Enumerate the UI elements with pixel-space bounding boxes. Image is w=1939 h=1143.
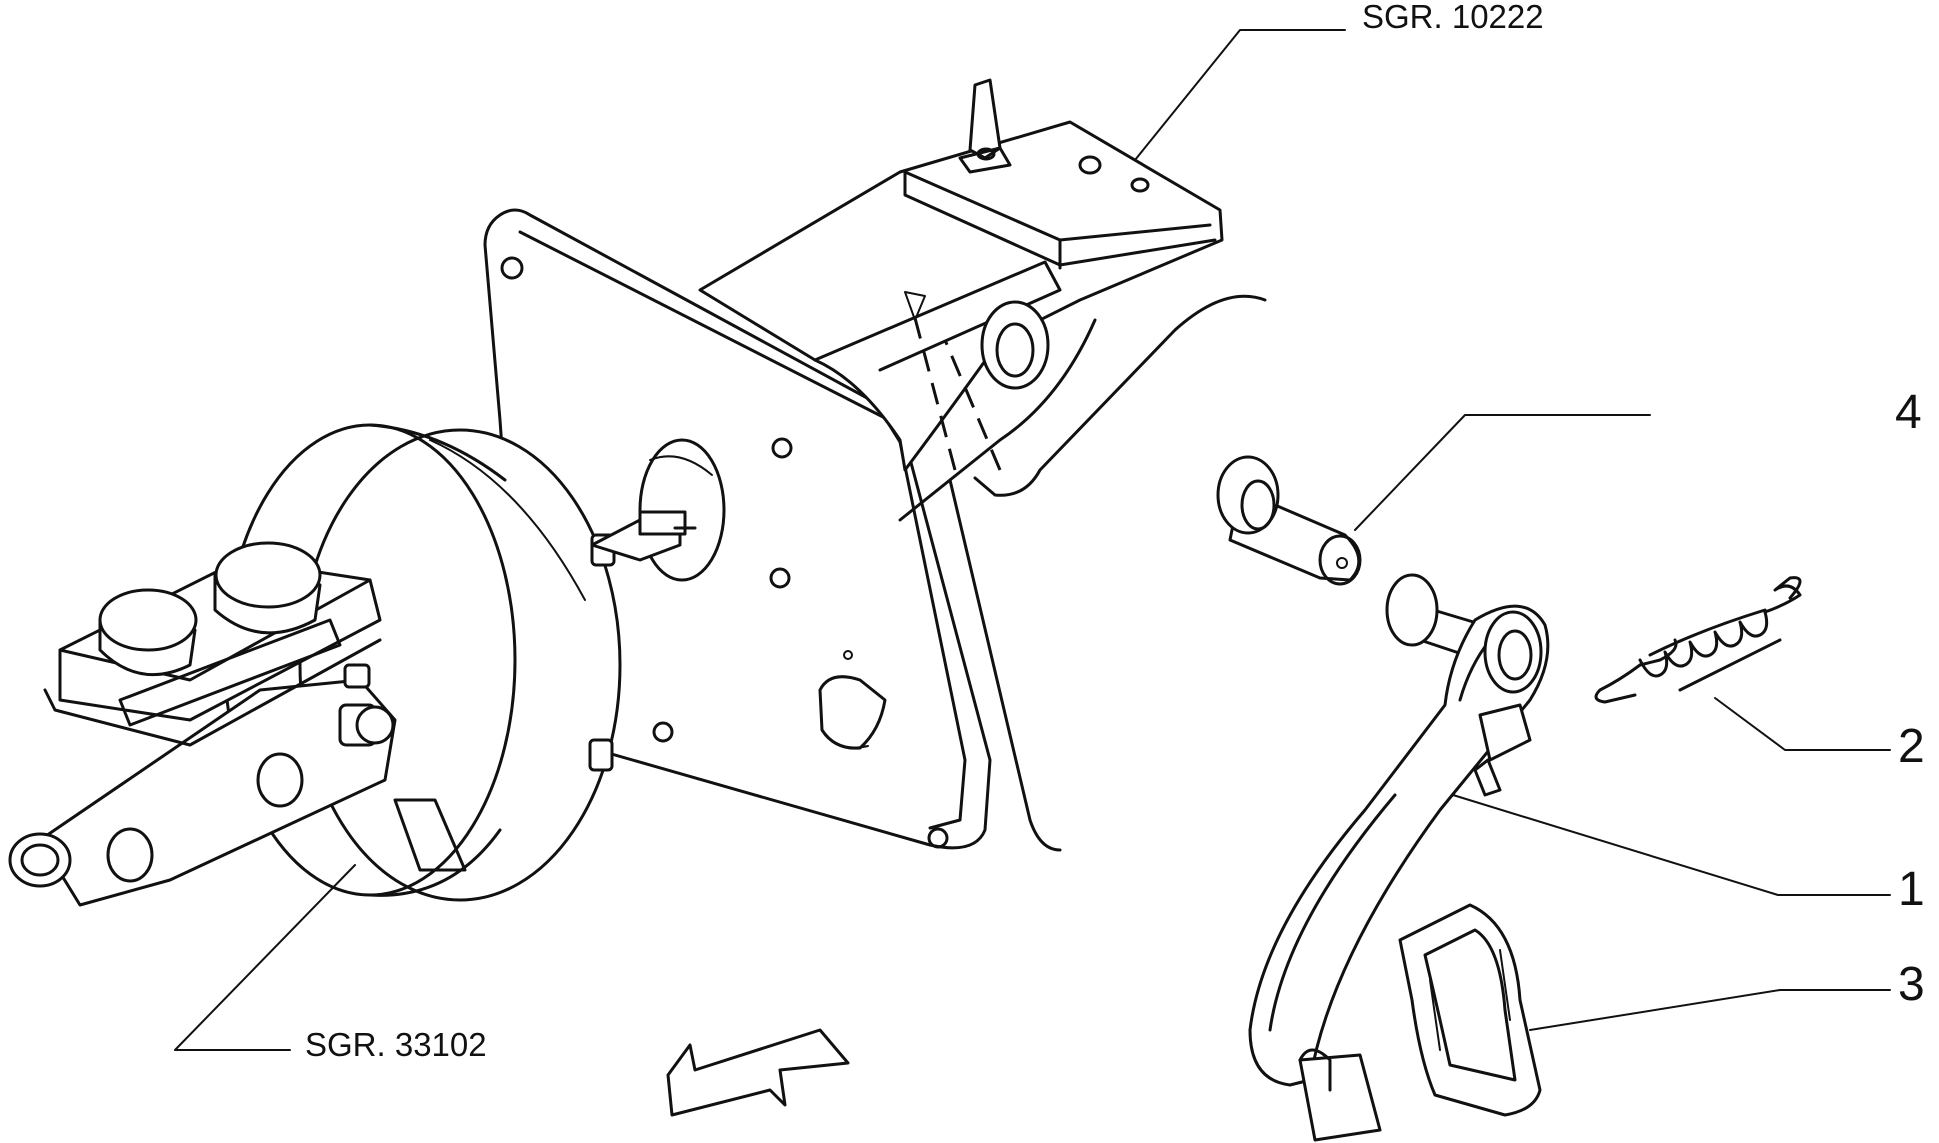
callout-pedal-number: 1 — [1898, 863, 1925, 916]
callout-pedal-pad-number: 3 — [1898, 958, 1925, 1011]
callout-pin-number: 4 — [1895, 386, 1922, 439]
booster-reference-label: SGR. 33102 — [305, 1026, 487, 1063]
brake-pedal — [1248, 573, 1550, 1142]
pedal-pad — [1398, 903, 1542, 1117]
pivot-pin — [1216, 455, 1362, 586]
callout-spring-number: 2 — [1898, 720, 1925, 773]
master-cylinder — [8, 541, 397, 907]
return-spring — [1594, 576, 1802, 704]
leader-lines — [174, 29, 1891, 1051]
booster-bracket-reference-label: SGR. 10222 — [1362, 0, 1544, 35]
direction-arrow — [666, 1028, 850, 1117]
